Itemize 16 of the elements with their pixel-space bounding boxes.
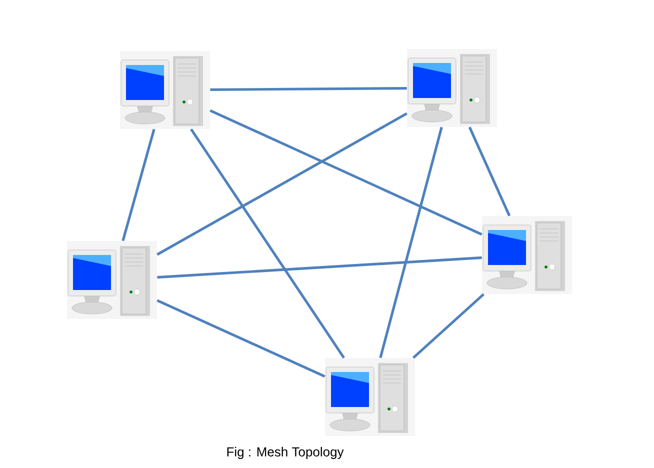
computer-drawing [407, 49, 497, 127]
computer-drawing [325, 358, 415, 436]
connection-line [210, 87, 407, 91]
connection-line [156, 299, 326, 378]
connection-line [210, 109, 482, 236]
connection-line [412, 293, 485, 359]
connection-line [379, 126, 443, 358]
computer-drawing [120, 51, 210, 129]
connection-line [156, 112, 408, 256]
connection-line [468, 126, 511, 216]
computer-drawing [67, 240, 157, 319]
computer-drawing [482, 216, 572, 294]
caption: Fig : Mesh Topology [227, 446, 344, 460]
connection-line [122, 128, 156, 242]
connection-line [190, 128, 345, 358]
connection-line [157, 256, 482, 279]
